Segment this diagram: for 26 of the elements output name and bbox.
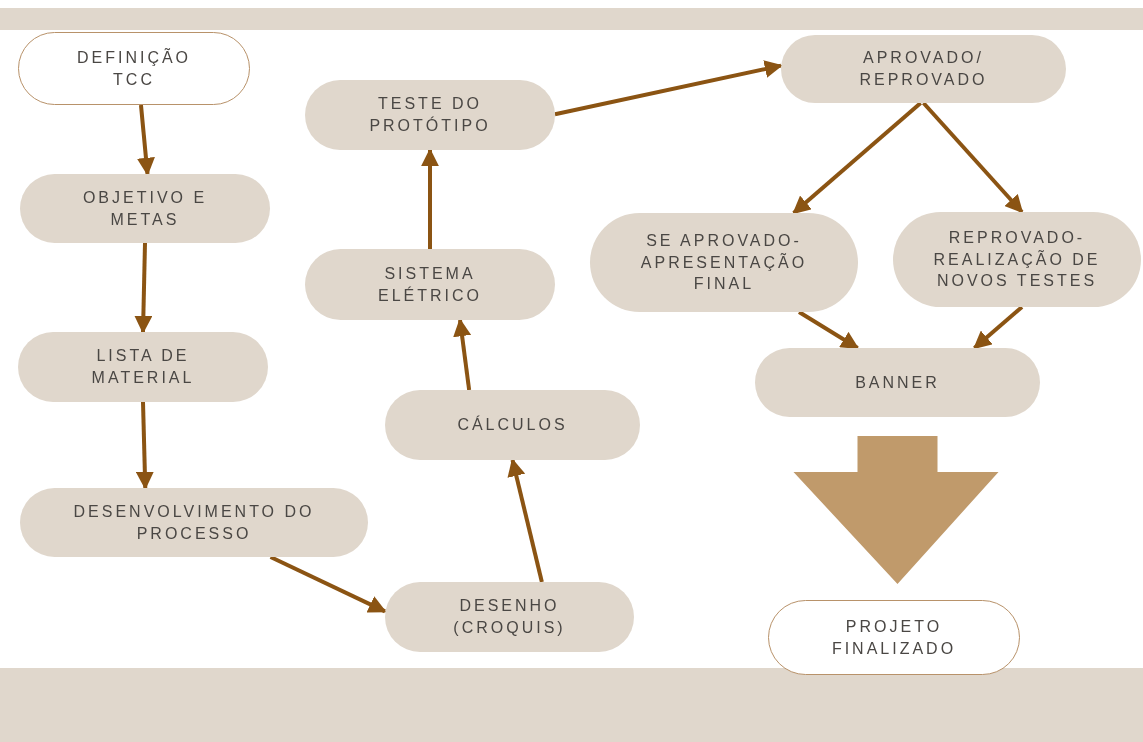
arrow [507, 458, 544, 583]
step-label: TESTE DO PROTÓTIPO [368, 94, 492, 136]
arrow [453, 318, 472, 391]
step-label: OBJETIVO E METAS [81, 187, 209, 230]
step-label: LISTA DE MATERIAL [90, 346, 196, 388]
step-label: APROVADO/ REPROVADO [858, 48, 989, 90]
step-label: CÁLCULOS [457, 414, 568, 436]
arrow [269, 555, 387, 614]
step-label: SE APROVADO- APRESENTAÇÃO FINAL [639, 231, 809, 295]
step-label: PROJETO FINALIZADO [830, 616, 958, 659]
arrow [134, 242, 153, 334]
step-label: BANNER [855, 372, 940, 393]
arrow [792, 101, 922, 215]
arrow [554, 60, 783, 117]
arrow [798, 310, 860, 350]
block-arrow [793, 436, 999, 584]
step-label: REPROVADO- REALIZAÇÃO DE NOVOS TESTES [932, 228, 1102, 292]
arrow [421, 148, 439, 249]
step-label: SISTEMA ELÉTRICO [377, 263, 483, 306]
arrow [973, 305, 1024, 350]
arrow [922, 101, 1024, 214]
step-label: DEFINIÇÃO TCC [75, 47, 193, 90]
arrow [137, 104, 155, 176]
step-label: DESENHO (CROQUIS) [452, 596, 567, 638]
arrow [135, 401, 154, 490]
step-label: DESENVOLVIMENTO DO PROCESSO [72, 501, 316, 544]
